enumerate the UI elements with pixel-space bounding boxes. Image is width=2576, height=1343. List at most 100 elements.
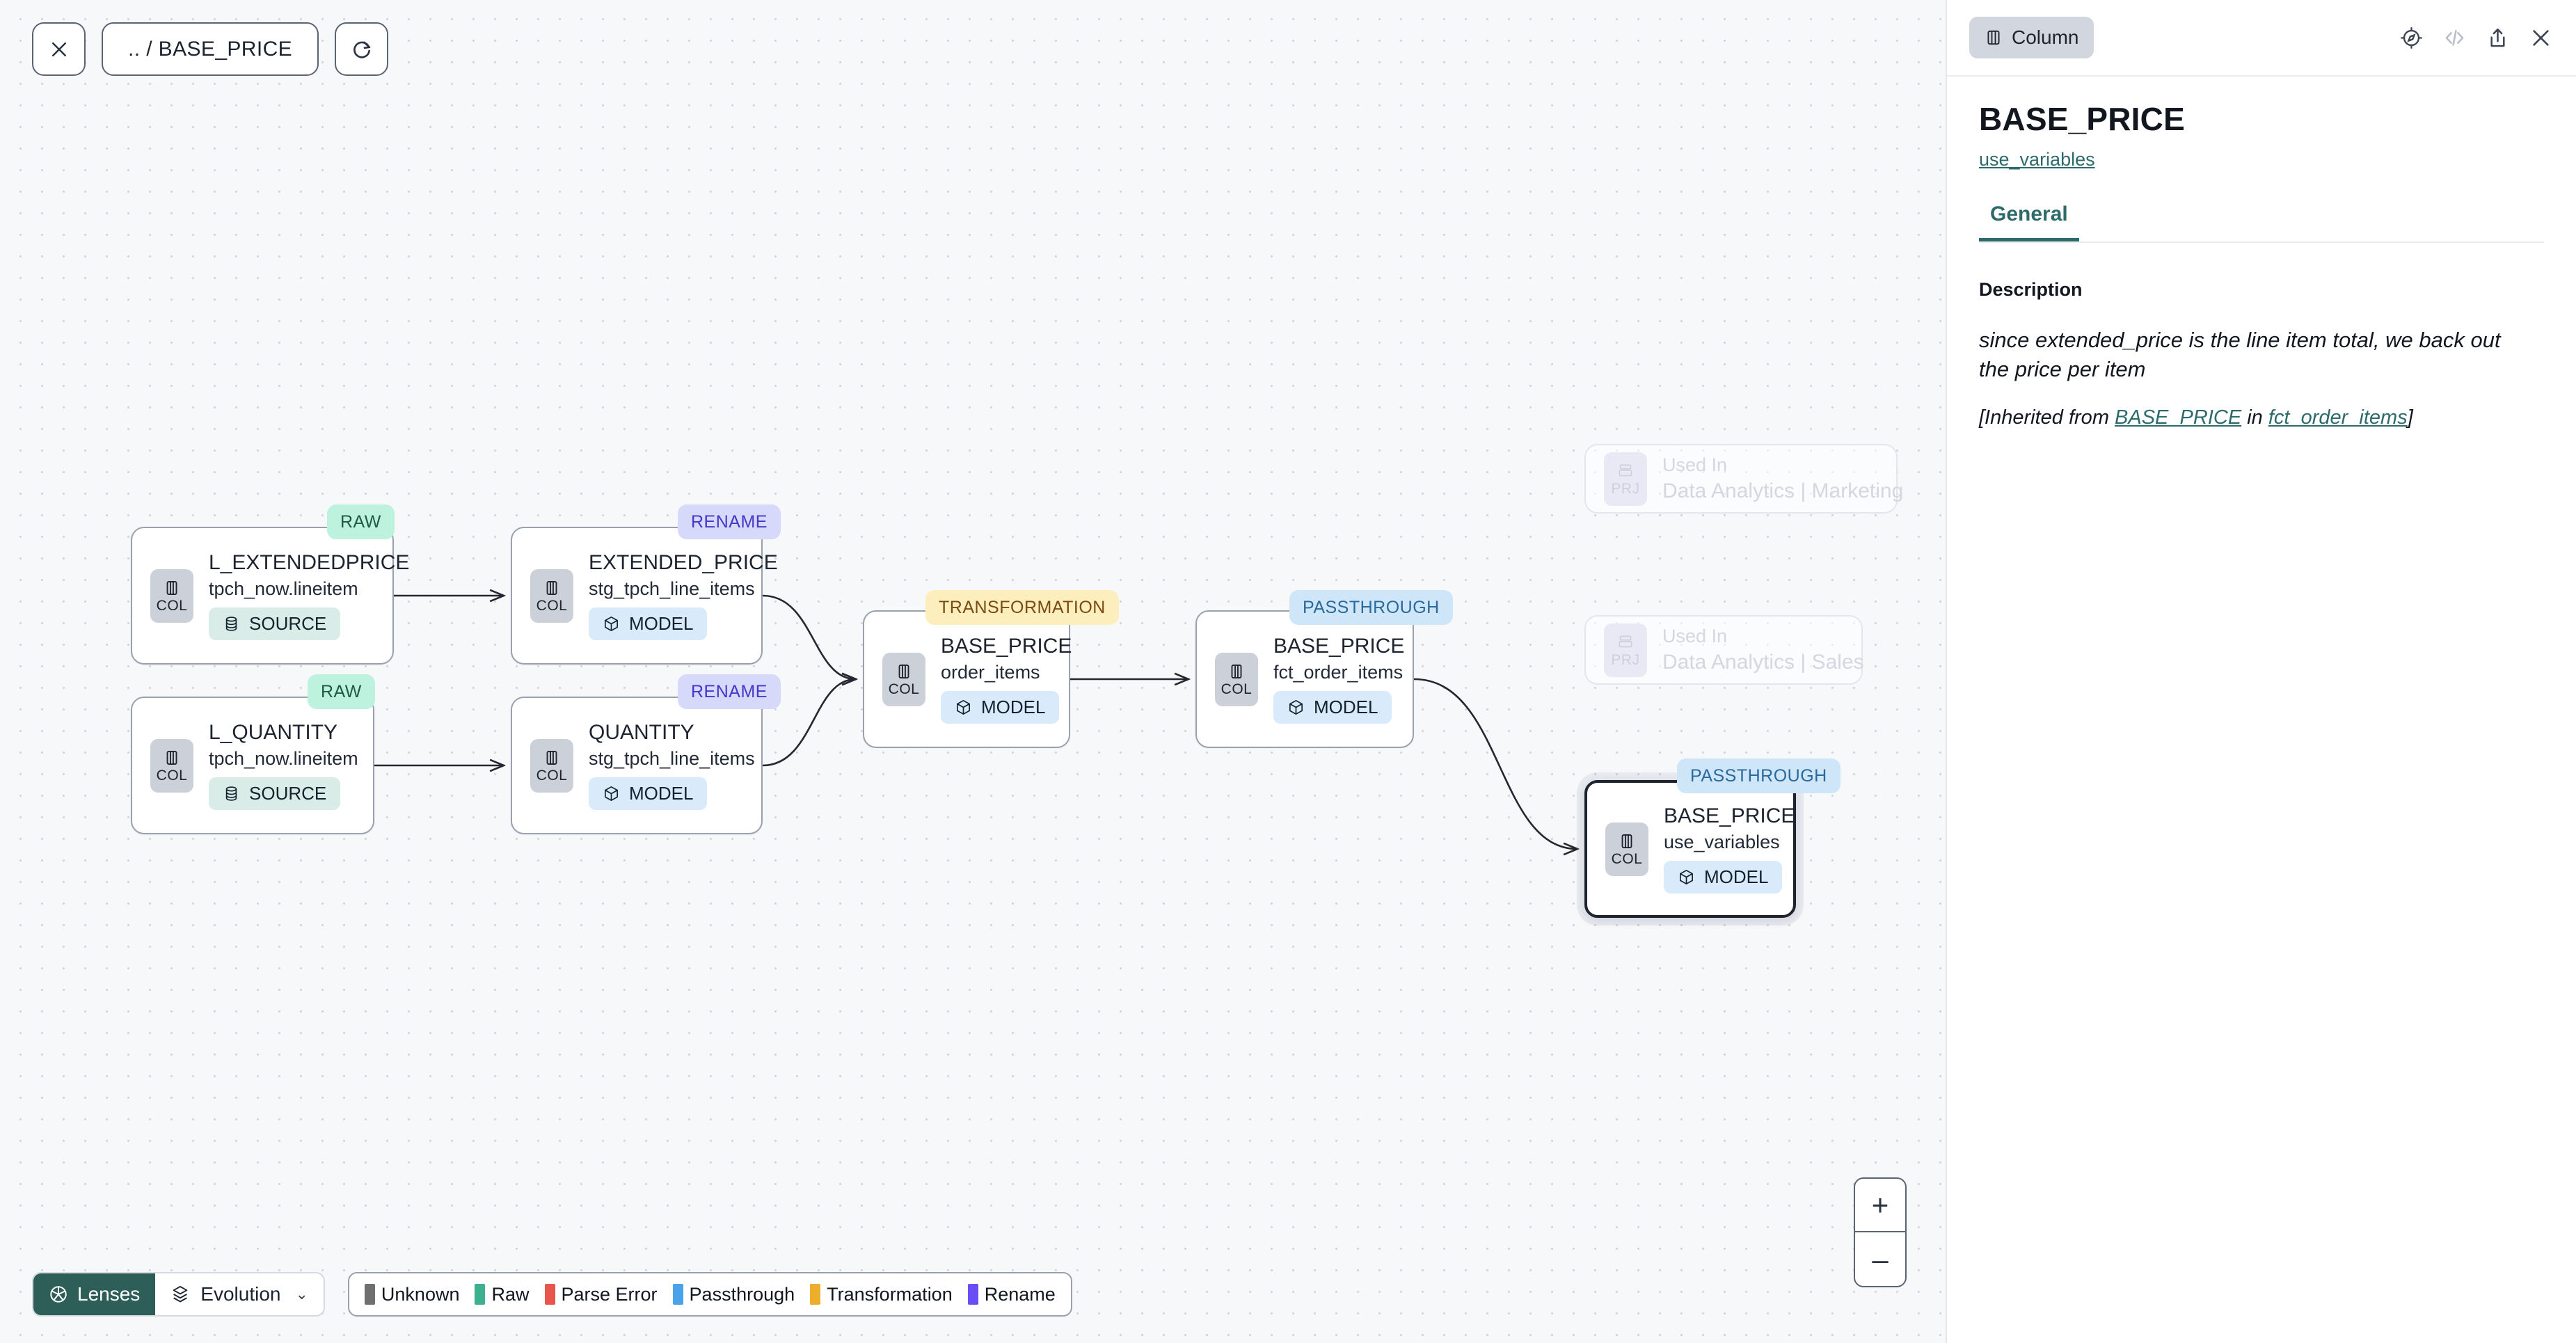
node-kind-label: MODEL xyxy=(629,613,694,635)
legend-item-passthrough[interactable]: Passthrough xyxy=(672,1283,795,1305)
inherited-note: [Inherited from BASE_PRICE in fct_order_… xyxy=(1979,406,2544,429)
cube-icon xyxy=(605,617,618,632)
node-type-label: PRJ xyxy=(1611,651,1640,668)
node-type-label: COL xyxy=(156,597,188,614)
node-subtitle: tpch_now.lineitem xyxy=(209,578,358,600)
lineage-canvas[interactable]: .. / BASE_PRICE xyxy=(0,0,1946,1343)
node-title: BASE_PRICE xyxy=(1273,634,1405,658)
node-subtitle: fct_order_items xyxy=(1273,662,1404,683)
node-type-label: COL xyxy=(888,681,920,697)
lenses-group: Lenses Evolution ⌄ xyxy=(32,1272,325,1317)
evolution-dropdown[interactable]: Evolution ⌄ xyxy=(155,1273,324,1315)
node-title: Data Analytics | Sales xyxy=(1662,650,1864,674)
node-kind-label: SOURCE xyxy=(249,783,327,804)
node-kind-label: MODEL xyxy=(629,783,694,804)
node-kind-badge: MODEL xyxy=(589,607,708,641)
entity-type-chip[interactable]: Column xyxy=(1969,17,2094,58)
node-tag-l_quantity: RAW xyxy=(308,674,375,709)
close-icon xyxy=(51,42,66,56)
legend-swatch xyxy=(475,1284,486,1305)
inherited-prefix: [Inherited from xyxy=(1979,406,2115,429)
inherited-model-link[interactable]: fct_order_items xyxy=(2268,406,2408,429)
node-type-label: PRJ xyxy=(1611,480,1640,497)
legend-item-unknown[interactable]: Unknown xyxy=(364,1284,459,1305)
legend-label: Passthrough xyxy=(689,1283,795,1305)
node-title: QUANTITY xyxy=(589,720,694,744)
parent-model-link[interactable]: use_variables xyxy=(1979,149,2095,170)
legend-item-rename[interactable]: Rename xyxy=(967,1284,1056,1305)
lenses-label: Lenses xyxy=(77,1283,141,1305)
lineage-legend: Unknown Raw Parse Error Passthrough Transfor… xyxy=(347,1272,1072,1317)
refresh-button[interactable] xyxy=(335,22,389,76)
code-icon[interactable] xyxy=(2443,26,2466,49)
column-icon xyxy=(1231,664,1242,678)
zoom-in-button[interactable]: + xyxy=(1855,1179,1905,1232)
node-tag-quantity: RENAME xyxy=(678,674,781,709)
legend-item-parse-error[interactable]: Parse Error xyxy=(544,1284,658,1305)
node-type-badge: COL xyxy=(1215,652,1258,706)
canvas-toolbar: .. / BASE_PRICE xyxy=(32,22,389,76)
legend-label: Raw xyxy=(491,1283,530,1305)
entity-type-label: Column xyxy=(2012,26,2079,48)
column-icon xyxy=(166,580,177,595)
legend-item-raw[interactable]: Raw xyxy=(475,1283,530,1305)
description-text: since extended_price is the line item to… xyxy=(1979,328,2501,381)
breadcrumb[interactable]: .. / BASE_PRICE xyxy=(102,22,319,76)
column-icon xyxy=(898,664,909,678)
node-type-badge: PRJ xyxy=(1604,452,1647,506)
cube-icon xyxy=(1680,870,1693,885)
node-kind-label: MODEL xyxy=(1704,866,1769,888)
inherited-mid: in xyxy=(2241,406,2268,429)
database-icon xyxy=(225,617,237,632)
inherited-suffix: ] xyxy=(2407,406,2413,429)
graph-node-used_in_marketing[interactable]: PRJ Used In Data Analytics | Marketing xyxy=(1584,444,1903,514)
inherited-column-link[interactable]: BASE_PRICE xyxy=(2115,406,2242,429)
node-subtitle: tpch_now.lineitem xyxy=(209,748,358,770)
node-type-badge: COL xyxy=(530,738,573,793)
lenses-button[interactable]: Lenses xyxy=(33,1273,156,1315)
tab-general[interactable]: General xyxy=(1979,202,2079,241)
close-button[interactable] xyxy=(32,22,86,76)
used-in-label: Used In xyxy=(1662,454,1728,475)
node-type-badge: PRJ xyxy=(1604,623,1647,677)
close-icon[interactable] xyxy=(2529,26,2552,49)
node-kind-badge: MODEL xyxy=(941,691,1060,724)
share-icon[interactable] xyxy=(2486,26,2509,49)
legend-swatch xyxy=(967,1284,978,1305)
panel-tabs: General xyxy=(1979,202,2544,243)
column-icon xyxy=(1987,30,2000,45)
refresh-icon xyxy=(353,41,370,58)
node-title: Data Analytics | Marketing xyxy=(1662,479,1904,502)
database-icon xyxy=(225,786,237,802)
node-subtitle: stg_tpch_line_items xyxy=(589,748,755,770)
node-type-label: COL xyxy=(1221,681,1253,697)
node-kind-label: MODEL xyxy=(1314,697,1378,718)
panel-header-actions xyxy=(2400,26,2552,49)
legend-swatch xyxy=(544,1284,555,1305)
layers-icon xyxy=(173,1285,188,1303)
legend-swatch xyxy=(364,1284,375,1305)
node-title: BASE_PRICE xyxy=(941,634,1072,658)
node-title: EXTENDED_PRICE xyxy=(589,550,778,574)
column-icon xyxy=(166,750,177,765)
bottom-toolbar: Lenses Evolution ⌄ Unknown Raw Parse Error… xyxy=(32,1272,1072,1317)
zoom-controls[interactable]: + – xyxy=(1854,1177,1907,1287)
edge-fct-to-usevars xyxy=(1413,678,1577,849)
node-type-badge: COL xyxy=(882,652,925,706)
zoom-out-button[interactable]: – xyxy=(1872,1242,1889,1276)
compass-icon[interactable] xyxy=(2400,26,2423,49)
node-tag-l_extendedprice: RAW xyxy=(327,504,395,539)
node-tag-fct_order_items: PASSTHROUGH xyxy=(1289,590,1453,625)
legend-item-transformation[interactable]: Transformation xyxy=(810,1284,953,1305)
node-type-label: COL xyxy=(536,597,568,614)
node-kind-badge: MODEL xyxy=(589,777,708,811)
